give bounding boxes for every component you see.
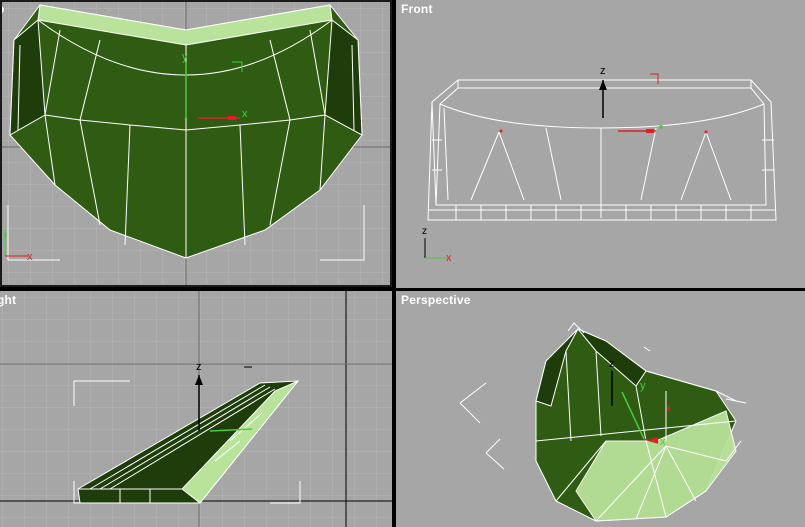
top-gizmo-y-label: y [182,51,188,63]
persp-gizmo-x-hint: x [666,403,671,414]
top-selection-brackets [7,205,365,261]
left-viewport-canvas: z [0,291,392,527]
left-gizmo-z-label: z [196,361,202,373]
viewport-left[interactable]: z ght [0,291,392,527]
front-tripod-x: x [446,252,452,264]
front-viewport-canvas: z z x [396,0,805,288]
front-axis-tripod: z x [422,226,452,264]
front-gizmo-z-label: z [600,65,606,77]
left-selection-brackets [73,380,301,504]
persp-gizmo-z-label: z [609,358,615,370]
front-tripod-z: z [422,226,427,237]
top-mesh [9,4,363,259]
viewport-perspective[interactable]: z y x x Perspective [396,291,805,527]
top-tripod-x: x [27,251,33,263]
top-tripod-y: y [3,230,8,240]
viewport-left-label[interactable]: ght [0,293,17,307]
viewport-top-label[interactable]: p [0,2,5,16]
persp-gizmo-y-label: y [640,380,646,392]
top-axis-tripod: y x [3,230,33,263]
persp-gizmo-x-label: x [660,436,666,448]
perspective-mesh [535,328,737,522]
viewport-front[interactable]: z z x Front [396,0,805,288]
top-gizmo-x-label: x [242,108,248,120]
top-viewport-canvas: y x y x [0,0,392,287]
viewport-top[interactable]: y x y x p [0,0,392,287]
perspective-transform-gizmo[interactable]: z y x x [609,358,671,448]
viewport-perspective-label[interactable]: Perspective [401,293,471,307]
front-transform-gizmo[interactable]: z [499,65,708,134]
perspective-selection-brackets [459,322,747,470]
top-transform-gizmo[interactable]: y x [182,51,248,120]
left-transform-gizmo[interactable]: z [195,361,253,432]
viewport-front-label[interactable]: Front [401,2,433,16]
front-mesh-wireframe [427,79,777,221]
left-mesh [77,380,300,504]
perspective-viewport-canvas: z y x x [396,291,805,527]
